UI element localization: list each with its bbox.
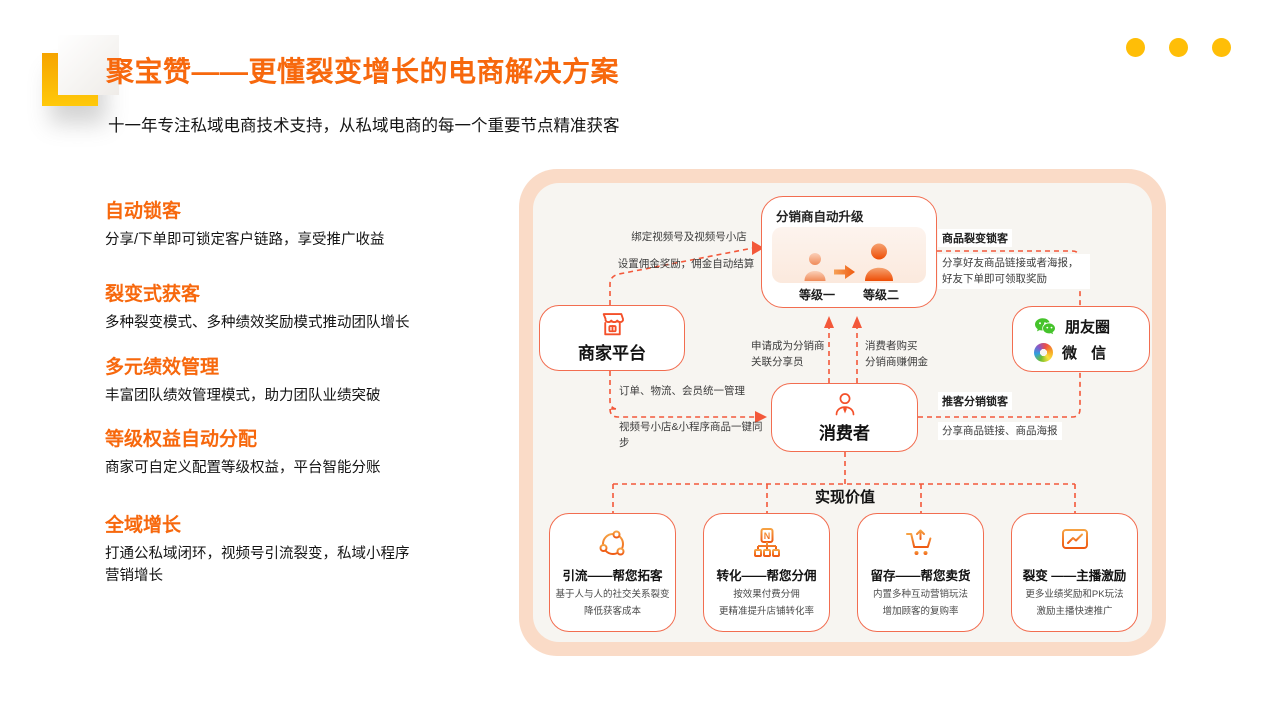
moments-row: 朋友圈	[1034, 316, 1128, 337]
level2-label: 等级二	[863, 288, 900, 302]
card-line: 更多业绩奖励和PK玩法	[1025, 589, 1124, 600]
card-line: 更精准提升店铺转化率	[718, 606, 814, 618]
feature-desc: 丰富团队绩效管理模式，助力团队业绩突破	[105, 388, 381, 404]
diagram-panel: 分销商自动升级	[519, 169, 1166, 656]
moments-label: 朋友圈	[1065, 318, 1111, 336]
value-card-conversion: N 转化——帮您分佣 按效果付费分佣 更精准提升店铺转化率	[703, 513, 830, 632]
feature-title: 裂变式获客	[105, 284, 201, 305]
level1-person-icon	[804, 253, 826, 281]
upgrade-illustration	[772, 227, 926, 283]
share-network-icon	[595, 523, 631, 563]
distributor-upgrade-box: 分销商自动升级	[761, 196, 937, 308]
wechat-channels-box: 朋友圈 微 信	[1012, 306, 1150, 372]
card-title: 留存——帮您卖货	[870, 569, 971, 583]
value-card-traffic: 引流——帮您拓客 基于人与人的社交关系裂变 降低获客成本	[549, 513, 676, 632]
feature-item-level-rights: 等级权益自动分配 商家可自定义配置等级权益，平台智能分账	[105, 424, 525, 480]
diagram-canvas: 分销商自动升级	[533, 183, 1152, 642]
feature-item-performance: 多元绩效管理 丰富团队绩效管理模式，助力团队业绩突破	[105, 352, 525, 408]
feature-title: 全域增长	[105, 515, 182, 536]
merchant-platform-label: 商家平台	[578, 344, 646, 363]
feature-desc: 多种裂变模式、多种绩效奖励模式推动团队增长	[105, 315, 410, 331]
card-line: 按效果付费分佣	[733, 589, 800, 600]
storefront-icon	[602, 313, 624, 336]
feature-desc: 分享/下单即可锁定客户链路，享受推广收益	[105, 232, 385, 248]
label-purchase-line2: 分销商赚佣金	[865, 356, 928, 369]
upgrade-arrow-icon	[834, 265, 855, 279]
feature-title: 多元绩效管理	[105, 357, 220, 378]
card-line: 降低获客成本	[583, 606, 641, 618]
cart-up-icon	[903, 523, 939, 563]
consumer-box: 消费者	[771, 383, 918, 452]
moments-pinwheel-icon	[1034, 342, 1053, 362]
monitor-chart-icon	[1057, 523, 1093, 563]
label-purchase-line1: 消费者购买	[865, 340, 918, 352]
page-title: 聚宝赞——更懂裂变增长的电商解决方案	[106, 56, 620, 87]
label-tuike-title: 推客分销锁客	[938, 392, 1012, 410]
value-card-retention: 留存——帮您卖货 内置多种互动营销玩法 增加顾客的复购率	[857, 513, 984, 632]
label-apply-line2: 关联分享员	[751, 356, 804, 369]
card-line: 基于人与人的社交关系裂变	[555, 589, 670, 600]
feature-item-omni-growth: 全域增长 打通公私域闭环，视频号引流裂变，私域小程序营销增长	[105, 510, 525, 588]
card-title: 引流——帮您拓客	[562, 569, 663, 583]
wechat-label: 微 信	[1062, 344, 1107, 362]
feature-title: 自动锁客	[105, 201, 182, 222]
org-chart-icon: N	[749, 523, 785, 563]
feature-desc: 商家可自定义配置等级权益，平台智能分账	[105, 460, 381, 476]
page-subtitle: 十一年专注私域电商技术支持，从私域电商的每一个重要节点精准获客	[108, 117, 620, 135]
logo-white-square-icon	[58, 35, 119, 95]
feature-desc: 打通公私域闭环，视频号引流裂变，私域小程序营销增长	[105, 546, 410, 584]
org-chart-letter: N	[763, 531, 770, 541]
person-tie-icon	[835, 393, 854, 416]
card-line: 增加顾客的复购率	[882, 606, 959, 618]
label-apply-line1: 申请成为分销商	[751, 340, 825, 352]
feature-title: 等级权益自动分配	[105, 429, 258, 450]
consumer-label: 消费者	[819, 424, 870, 443]
card-line: 内置多种互动营销玩法	[872, 589, 968, 600]
wechat-row: 微 信	[1034, 342, 1128, 363]
merchant-platform-box: 商家平台	[539, 305, 685, 371]
decor-dots	[1126, 38, 1231, 57]
label-bind-video-line1: 绑定视频号及视频号小店	[631, 231, 747, 243]
wechat-bubbles-icon	[1035, 317, 1055, 334]
dot-icon	[1169, 38, 1188, 57]
label-bind-video-line2: 设置佣金奖励，佣金自动结算	[617, 258, 755, 270]
card-title: 转化——帮您分佣	[716, 569, 817, 583]
dot-icon	[1126, 38, 1145, 57]
label-product-fission-desc: 分享好友商品链接或者海报，好友下单即可领取奖励	[938, 254, 1090, 289]
dot-icon	[1212, 38, 1231, 57]
level1-label: 等级一	[798, 288, 835, 302]
label-order-management: 订单、物流、会员统一管理	[619, 385, 745, 397]
label-product-fission-title: 商品裂变锁客	[938, 229, 1012, 247]
feature-item-fission-acquire: 裂变式获客 多种裂变模式、多种绩效奖励模式推动团队增长	[105, 279, 525, 335]
value-realization-label: 实现价值	[814, 489, 875, 506]
level2-person-icon	[865, 243, 893, 281]
feature-item-auto-lock: 自动锁客 分享/下单即可锁定客户链路，享受推广收益	[105, 196, 525, 252]
card-line: 激励主播快速推广	[1036, 606, 1113, 618]
upgrade-level-labels: 等级一 等级二	[762, 286, 936, 303]
upgrade-box-title: 分销商自动升级	[776, 210, 864, 224]
label-apply-distributor: 申请成为分销商 关联分享员	[751, 338, 825, 371]
label-sync-products: 视频号小店&小程序商品一键同步	[619, 421, 763, 450]
label-consumer-purchase: 消费者购买 分销商赚佣金	[865, 338, 928, 371]
value-card-livestream: 裂变 ——主播激励 更多业绩奖励和PK玩法 激励主播快速推广	[1011, 513, 1138, 632]
card-title: 裂变 ——主播激励	[1022, 569, 1127, 583]
label-tuike-desc: 分享商品链接、商品海报	[938, 422, 1062, 441]
